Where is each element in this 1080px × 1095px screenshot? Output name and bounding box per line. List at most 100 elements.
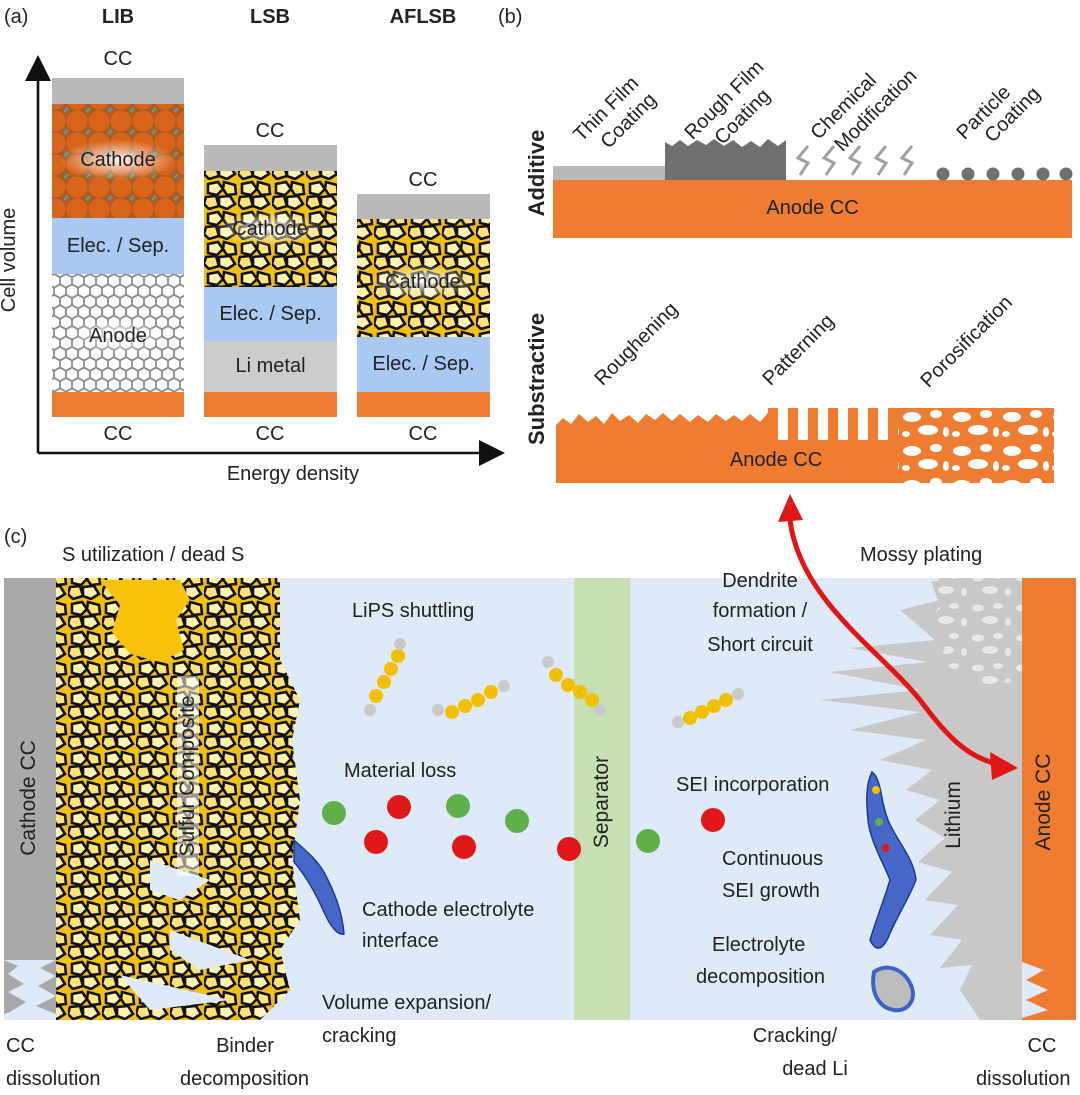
continuous-sei-layer bbox=[866, 770, 917, 949]
mossy-label: Mossy plating bbox=[860, 544, 983, 566]
lsb-cc-top-label: CC bbox=[255, 120, 285, 142]
sei-growth-label-2: SEI growth bbox=[722, 880, 820, 902]
binder-label-2: decomposition bbox=[180, 1068, 309, 1090]
sulfur-composite-label: Sulfur Composite bbox=[176, 676, 199, 876]
cathode-dissolution-label-2: dissolution bbox=[6, 1068, 101, 1090]
cathode-cc-label: Cathode CC bbox=[17, 740, 40, 856]
panel-b bbox=[553, 139, 1073, 483]
sulfur-lump bbox=[100, 580, 190, 662]
rough-film-layer bbox=[665, 139, 786, 180]
separator-label: Separator bbox=[590, 755, 613, 849]
panel-b-tag: (b) bbox=[498, 6, 523, 28]
anode-cc bbox=[1022, 578, 1076, 1020]
additive-anode-cc-label: Anode CC bbox=[766, 197, 859, 219]
lib-cc-top bbox=[52, 78, 184, 104]
composite-cracks bbox=[120, 860, 250, 1010]
aflsb-cathode-label-glow bbox=[367, 264, 479, 300]
chemical-modification-zigzags bbox=[795, 145, 915, 176]
lib-title: LIB bbox=[101, 6, 135, 28]
electrolyte-decomp-label-1: Electrolyte bbox=[712, 934, 806, 956]
lsb-cc-bottom-label: CC bbox=[255, 423, 285, 445]
panel-c bbox=[4, 578, 1076, 1020]
separator bbox=[574, 578, 630, 1020]
material-loss-particles bbox=[322, 794, 725, 861]
aflsb-cc-top bbox=[357, 194, 490, 219]
volume-label-1: Volume expansion/ bbox=[322, 992, 492, 1014]
thin-film-layer bbox=[553, 166, 665, 180]
panel-a-tag: (a) bbox=[4, 6, 29, 28]
particle-coating-dots bbox=[936, 167, 1073, 181]
lips-chain-1 bbox=[364, 638, 406, 716]
aflsb-cc-top-label: CC bbox=[408, 169, 438, 191]
lib-anode-label: Anode bbox=[89, 325, 147, 347]
porosification-surface bbox=[898, 408, 1054, 483]
lib-elec-sep bbox=[52, 218, 184, 274]
lithium-label: Lithium bbox=[942, 781, 965, 849]
anode-dissolution-label-2: dissolution bbox=[976, 1068, 1071, 1090]
aflsb-elec-label: Elec. / Sep. bbox=[372, 353, 475, 375]
panel-a bbox=[25, 55, 505, 466]
lips-chain-3 bbox=[542, 656, 606, 716]
dendrite-label-3: Short circuit bbox=[707, 634, 813, 656]
volume-label-2: cracking bbox=[322, 1025, 397, 1047]
dendrite-label-1: Dendrite bbox=[722, 570, 798, 592]
dead-lithium-fragment bbox=[871, 965, 915, 1013]
mossy-lithium bbox=[926, 578, 1022, 686]
anode-cc-dissolution bbox=[1022, 962, 1048, 1018]
lib-cathode-label: Cathode bbox=[80, 149, 156, 171]
red-link-arrow bbox=[778, 494, 1018, 780]
cei-label-2: interface bbox=[362, 930, 439, 952]
lsb-title: LSB bbox=[250, 6, 290, 28]
cracking-label-1: Cracking/ bbox=[752, 1025, 838, 1047]
subtractive-anode-cc-label: Anode CC bbox=[729, 449, 823, 471]
panel-c-tag: (c) bbox=[4, 526, 28, 548]
lsb-li-label: Li metal bbox=[235, 355, 306, 377]
aflsb-cc-bottom bbox=[357, 392, 490, 417]
s-utilization-label: S utilization / dead S bbox=[62, 544, 245, 566]
lips-label: LiPS shuttling bbox=[352, 600, 475, 622]
aflsb-elec-sep bbox=[357, 337, 490, 392]
lsb-cathode-label: Cathode bbox=[232, 218, 308, 240]
electrolyte-decomp-label-2: decomposition bbox=[696, 966, 825, 988]
lips-chain-4 bbox=[672, 688, 744, 728]
aflsb-title: AFLSB bbox=[389, 6, 457, 28]
cei-label-1: Cathode electrolyte bbox=[362, 899, 535, 921]
lib-cc-top-label: CC bbox=[103, 48, 133, 70]
roughening-surface bbox=[556, 413, 768, 483]
additive-anode-cc bbox=[553, 180, 1072, 238]
lips-chain-2 bbox=[432, 680, 510, 719]
lsb-elec-sep bbox=[204, 287, 337, 341]
aflsb-cathode-label: Cathode bbox=[385, 271, 461, 293]
lsb-stack bbox=[204, 145, 337, 417]
aflsb-cc-bottom-label: CC bbox=[408, 423, 438, 445]
additive-title: Additive bbox=[524, 129, 549, 217]
x-axis-label: Energy density bbox=[226, 463, 360, 485]
dendrite-label-2: formation / bbox=[712, 600, 808, 622]
lips-molecules bbox=[364, 638, 744, 728]
cathode-dissolution-label-1: CC bbox=[6, 1035, 35, 1057]
lsb-cathode-label-glow bbox=[214, 211, 326, 247]
lib-elec-label: Elec. / Sep. bbox=[66, 235, 170, 257]
lithium-deposit bbox=[820, 578, 1022, 1020]
patterning-surface bbox=[768, 408, 898, 483]
lsb-cc-bottom bbox=[204, 392, 337, 417]
anode-dissolution-label-1: CC bbox=[1027, 1035, 1057, 1057]
lib-cc-bottom bbox=[52, 392, 184, 417]
lsb-li-metal bbox=[204, 341, 337, 392]
cathode-electrolyte-interface bbox=[293, 838, 345, 935]
subtractive-title: Substractive bbox=[524, 312, 549, 445]
lib-cathode-label-glow bbox=[60, 140, 176, 180]
lsb-elec-label: Elec. / Sep. bbox=[219, 303, 322, 325]
y-axis-label: Cell volume bbox=[0, 207, 20, 313]
sei-growth-label-1: Continuous bbox=[722, 848, 824, 870]
anode-cc-label: Anode CC bbox=[1032, 753, 1055, 851]
lsb-cc-top bbox=[204, 145, 337, 171]
cracking-label-2: dead Li bbox=[782, 1058, 848, 1080]
lib-cc-bottom-label: CC bbox=[103, 423, 133, 445]
sei-incorporation-label: SEI incorporation bbox=[676, 774, 830, 796]
aflsb-stack bbox=[357, 194, 490, 417]
cathode-cc bbox=[4, 578, 56, 1020]
lib-anode-label-glow bbox=[72, 318, 164, 354]
binder-label-1: Binder bbox=[216, 1035, 274, 1057]
